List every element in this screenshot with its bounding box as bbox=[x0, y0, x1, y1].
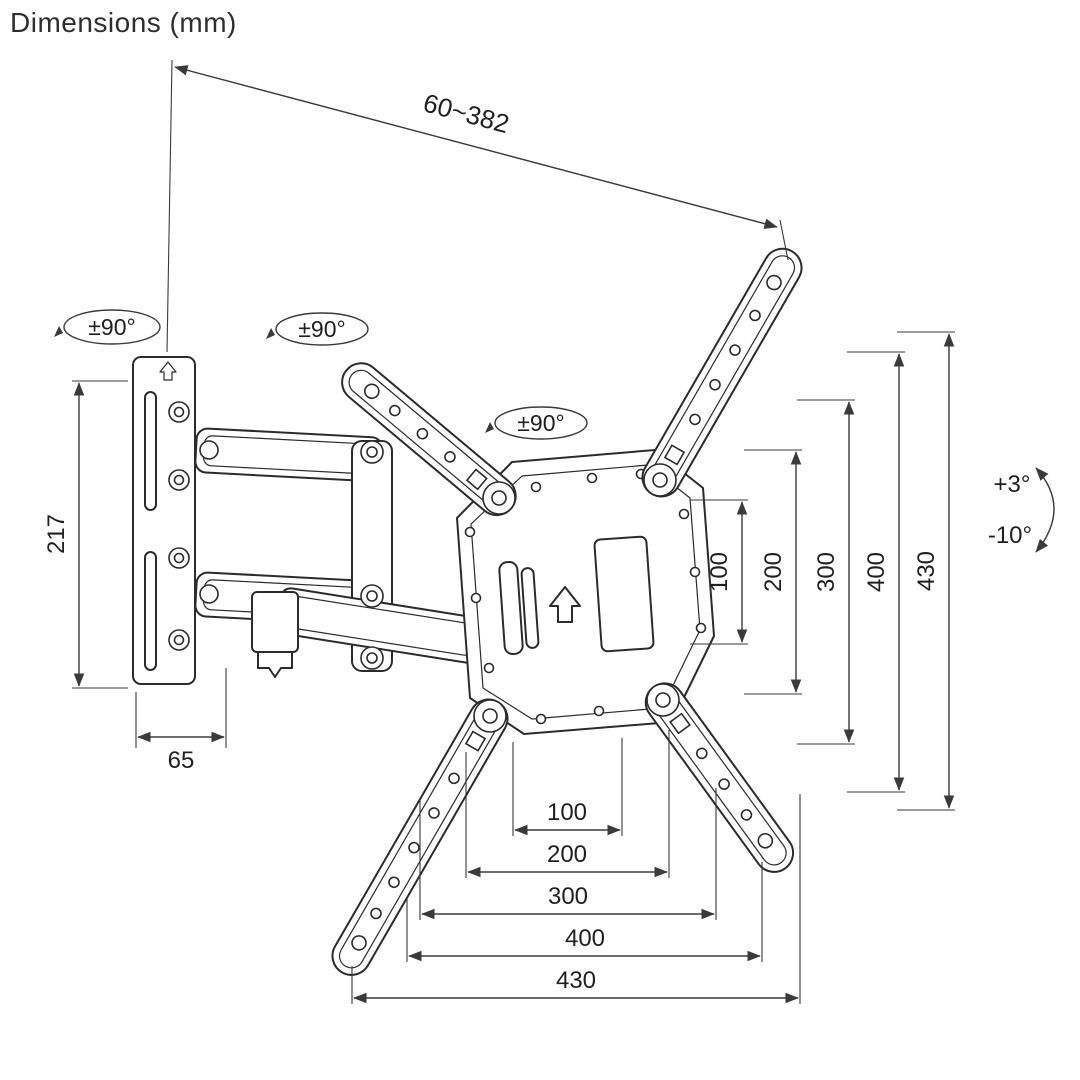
swivel-wall-label: ±90° bbox=[54, 309, 161, 345]
arm-bracket bbox=[251, 591, 299, 653]
up-arrow-icon bbox=[159, 361, 177, 381]
dim-label-bottom-100: 100 bbox=[547, 799, 587, 826]
dim-label-right-400: 400 bbox=[863, 552, 890, 592]
tilt-arc-arrow-icon bbox=[1035, 467, 1055, 553]
plate-up-arrow-icon bbox=[549, 586, 581, 623]
dim-bottom-300: 300 bbox=[419, 788, 717, 920]
dim-label-right-430: 430 bbox=[913, 551, 940, 591]
dim-right-300: 300 bbox=[797, 399, 855, 745]
dim-label-plate-height: 217 bbox=[43, 514, 70, 554]
dim-label-right-100: 100 bbox=[706, 552, 733, 592]
dim-label-extension: 60~382 bbox=[420, 87, 512, 139]
rotation-arrow-icon bbox=[54, 326, 63, 337]
dim-label-right-300: 300 bbox=[813, 552, 840, 592]
plate-latch bbox=[498, 561, 524, 655]
dim-label-bottom-300: 300 bbox=[548, 883, 588, 910]
dim-bottom-200: 200 bbox=[465, 730, 670, 878]
dim-label-bottom-430: 430 bbox=[556, 967, 596, 994]
dim-plate-width: 65 bbox=[135, 668, 227, 774]
dim-right-200: 200 bbox=[744, 449, 802, 695]
wall-plate-slot-top bbox=[144, 391, 157, 511]
dim-label-plate-width: 65 bbox=[168, 747, 195, 774]
rotation-arrow-icon bbox=[485, 422, 494, 433]
dim-label-right-200: 200 bbox=[760, 552, 787, 592]
dim-label-bottom-400: 400 bbox=[565, 925, 605, 952]
page-title: Dimensions (mm) bbox=[10, 7, 237, 38]
swivel-wall-text: ±90° bbox=[88, 314, 135, 340]
vesa-plate bbox=[456, 449, 715, 735]
arm-bosses bbox=[473, 463, 680, 733]
dim-extension-range: 60~382 bbox=[166, 59, 789, 353]
dim-label-tilt-up: +3° bbox=[994, 471, 1031, 498]
rotation-arrow-icon bbox=[266, 328, 275, 339]
wall-plate-slot-bottom bbox=[144, 551, 157, 671]
swivel-arm-text: ±90° bbox=[298, 316, 345, 342]
arm-bracket-clip bbox=[257, 651, 293, 678]
dim-plate-height: 217 bbox=[43, 380, 128, 689]
dim-label-tilt-down: -10° bbox=[988, 522, 1032, 549]
dim-right-400: 400 bbox=[847, 351, 905, 793]
arm-top-left bbox=[341, 362, 517, 517]
dim-right-430: 430 bbox=[897, 331, 955, 811]
plate-slot bbox=[593, 535, 655, 653]
dim-label-bottom-200: 200 bbox=[547, 841, 587, 868]
dim-tilt: +3° -10° bbox=[988, 467, 1055, 553]
wall-plate bbox=[132, 356, 196, 685]
articulating-arm bbox=[194, 427, 485, 678]
dim-bottom-430: 430 bbox=[351, 794, 801, 1004]
swivel-plate-text: ±90° bbox=[517, 410, 564, 436]
dim-bottom-400: 400 bbox=[406, 862, 763, 962]
swivel-arm-label: ±90° bbox=[266, 312, 369, 346]
swivel-plate-label: ±90° bbox=[485, 406, 588, 440]
dim-right-100: 100 bbox=[690, 499, 748, 645]
dim-bottom-100: 100 bbox=[512, 738, 623, 836]
